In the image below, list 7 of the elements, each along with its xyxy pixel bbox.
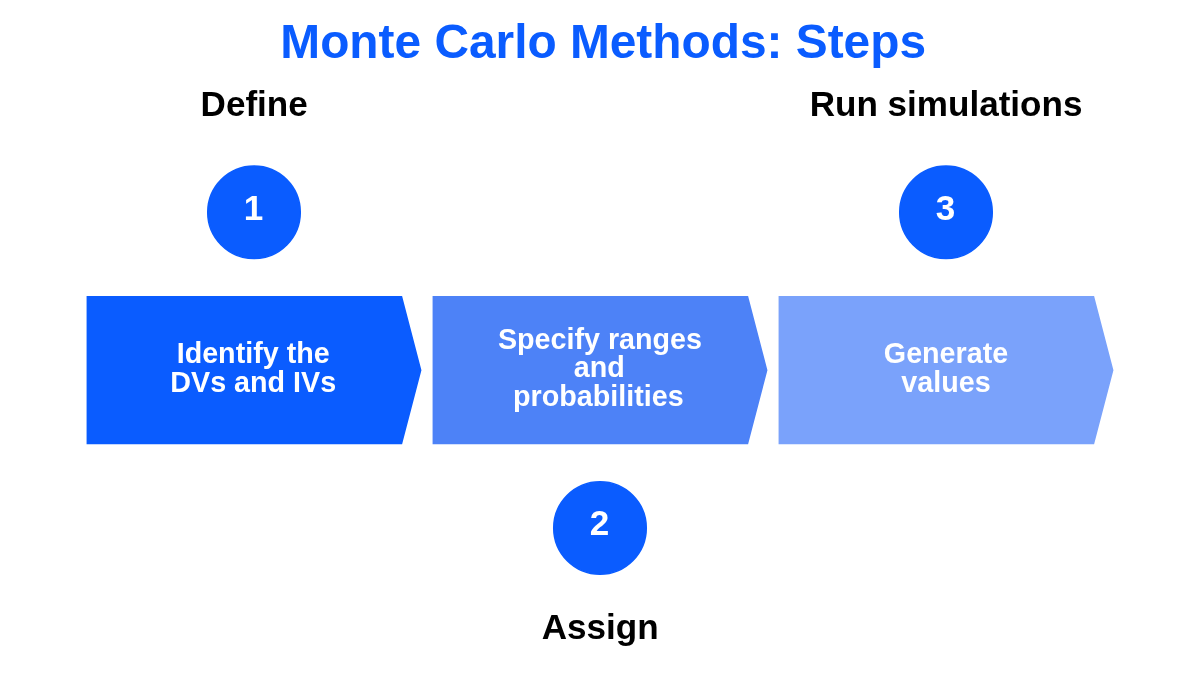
node-label: Assign: [541, 607, 659, 647]
node-circle: 2: [552, 481, 648, 576]
diagram-title: Monte Carlo Methods: Steps: [280, 14, 927, 68]
node-label: Run simulations: [809, 84, 1083, 124]
node-circle: 3: [898, 165, 994, 260]
node-label: Define: [200, 84, 308, 124]
node-circle: 1: [206, 165, 302, 260]
